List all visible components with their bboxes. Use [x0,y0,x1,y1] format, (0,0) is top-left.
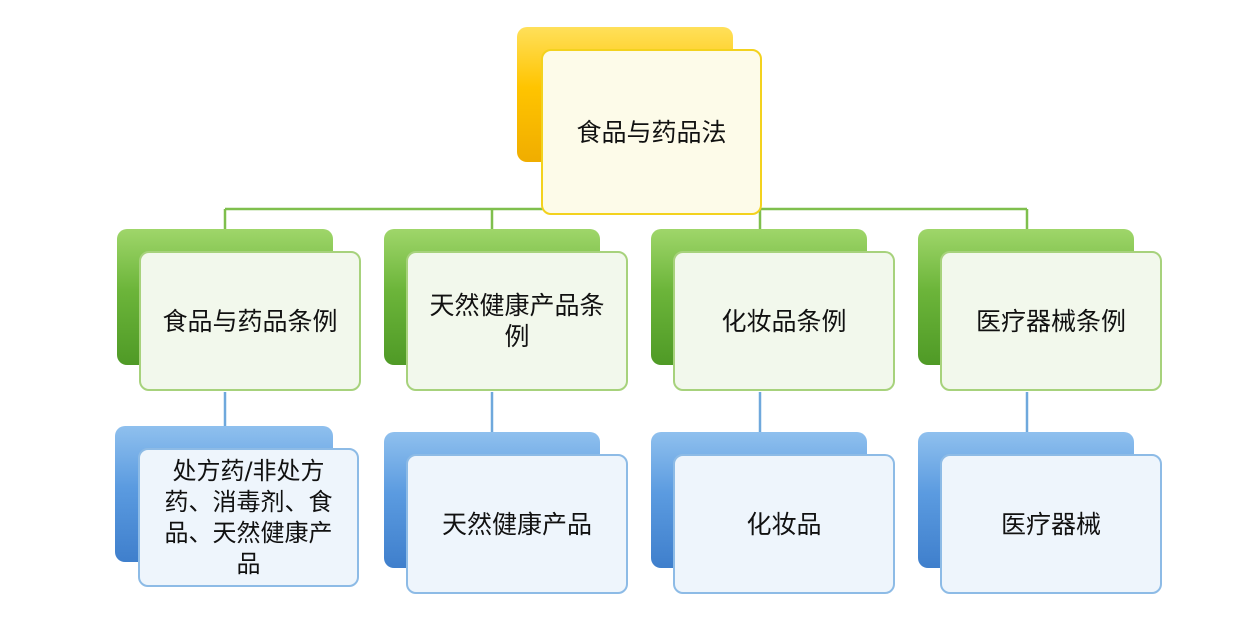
product-label: 医疗器械 [940,454,1162,594]
product-label: 化妆品 [673,454,895,594]
regulation-label: 天然健康产品条例 [406,251,628,391]
regulation-label: 食品与药品条例 [139,251,361,391]
root-node-label: 食品与药品法 [541,49,762,215]
regulation-to-product-connector [223,392,1029,432]
product-label: 天然健康产品 [406,454,628,594]
regulation-label: 化妆品条例 [673,251,895,391]
regulation-label: 医疗器械条例 [940,251,1162,391]
product-label: 处方药/非处方药、消毒剂、食品、天然健康产品 [138,448,359,587]
